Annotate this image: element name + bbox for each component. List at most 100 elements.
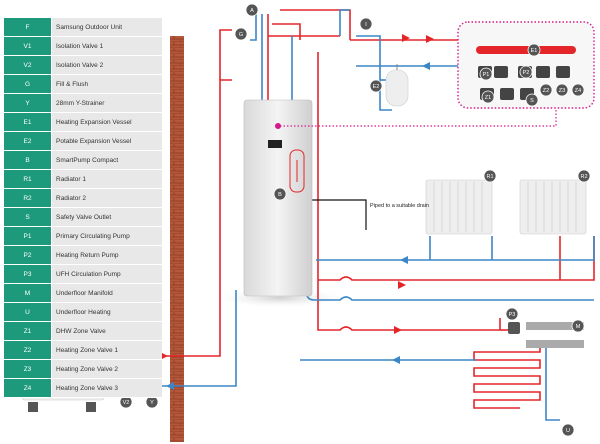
legend-code: B [4,151,52,170]
legend-text: UFH Circulation Pump [52,265,162,284]
legend-text: Heating Expansion Vessel [52,113,162,132]
label-b: B [273,187,287,201]
label-e1: E1 [527,43,541,57]
cylinder-display [268,140,282,148]
label-z1: Z1 [481,90,495,104]
legend-text: Heating Return Pump [52,246,162,265]
label-text: E2 [373,84,380,90]
label-text: G [239,32,243,38]
controls-connector [275,123,281,129]
label-z2: Z2 [539,83,553,97]
label-i: I [359,17,373,31]
label-text: Z3 [559,88,565,94]
legend-text: DHW Zone Valve [52,322,162,341]
legend-text: Samsung Outdoor Unit [52,18,162,37]
return-arrows [166,62,430,390]
legend-text: Heating Zone Valve 3 [52,379,162,398]
legend-code: R1 [4,170,52,189]
label-r1: R1 [483,169,497,183]
flow-arrows [160,34,434,360]
label-text: S [530,98,534,104]
legend-code: S [4,208,52,227]
legend-text: Underfloor Heating [52,303,162,322]
legend-text: Fill & Flush [52,75,162,94]
label-p2: P2 [519,65,533,79]
legend-text: Radiator 1 [52,170,162,189]
legend-code: Z3 [4,360,52,379]
label-text: M [576,324,581,330]
legend-code: P1 [4,227,52,246]
legend-code: R2 [4,189,52,208]
drain-note: Piped to a suitable drain [370,203,430,209]
potable-expansion-vessel [385,64,409,107]
label-text: Z4 [575,88,581,94]
radiator-r2 [519,179,587,235]
controls-wiring-box [457,21,595,109]
controls-link [280,106,557,127]
legend-text: 28mm Y-Strainer [52,94,162,113]
brick-wall [170,36,184,442]
legend-code: V1 [4,37,52,56]
label-p1: P1 [479,67,493,81]
label-text: I [365,22,367,28]
label-r2: R2 [577,169,591,183]
label-z3: Z3 [555,83,569,97]
legend-text: SmartPump Compact [52,151,162,170]
label-a: A [245,3,259,17]
legend-text: Radiator 2 [52,189,162,208]
legend-code: V2 [4,56,52,75]
legend-code: P3 [4,265,52,284]
label-text: U [566,428,570,434]
legend-code: M [4,284,52,303]
legend-code: G [4,75,52,94]
legend-text: Isolation Valve 2 [52,56,162,75]
legend-code: E2 [4,132,52,151]
legend-code: Z1 [4,322,52,341]
legend-code: P2 [4,246,52,265]
label-g: G [234,27,248,41]
label-text: Z2 [543,88,549,94]
label-text: B [278,192,282,198]
legend-code: F [4,18,52,37]
label-text: R1 [486,174,493,180]
legend-text: Isolation Valve 1 [52,37,162,56]
flow-pipes [130,9,595,409]
label-e2: E2 [369,79,383,93]
label-text: P3 [509,312,516,318]
legend-text: Heating Zone Valve 2 [52,360,162,379]
legend-code: E1 [4,113,52,132]
legend-text: Primary Circulating Pump [52,227,162,246]
legend-text: Underfloor Manifold [52,284,162,303]
label-p3: P3 [505,307,519,321]
label-text: P2 [523,70,530,76]
label-u: U [561,423,575,437]
label-text: V2 [123,400,130,406]
legend-code: U [4,303,52,322]
label-text: P1 [483,72,490,78]
legend-text: Safety Valve Outlet [52,208,162,227]
label-text: R2 [580,174,587,180]
legend-code: Z2 [4,341,52,360]
legend-code: Z4 [4,379,52,398]
legend-code: Y [4,94,52,113]
legend-text: Potable Expansion Vessel [52,132,162,151]
label-text: Y [150,400,154,406]
